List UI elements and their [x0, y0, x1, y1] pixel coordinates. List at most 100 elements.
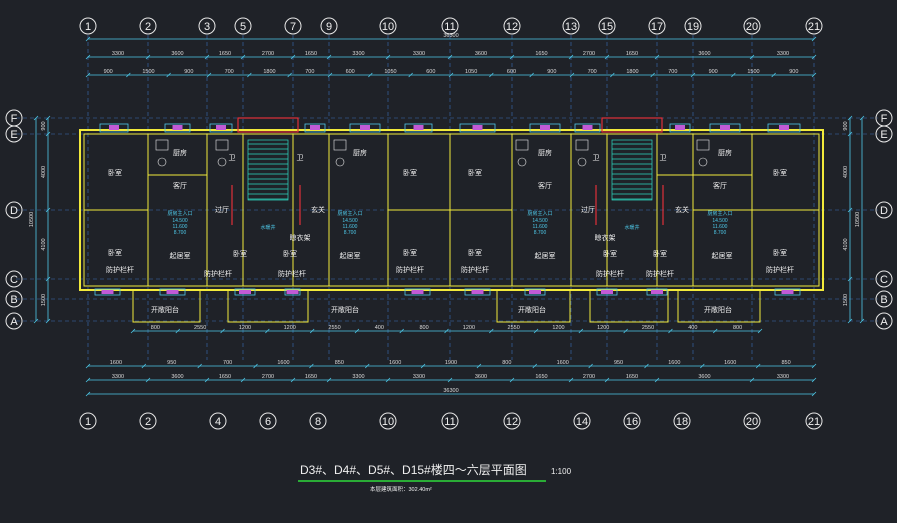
window	[234, 288, 256, 296]
window	[349, 123, 381, 133]
window	[709, 123, 741, 133]
axis-bubble-bottom-11: 11	[441, 412, 459, 430]
bottom-total-dim-label: 36300	[443, 388, 458, 394]
room-shaft: 水暖井	[624, 224, 639, 231]
title-block: D3#、D4#、D5#、D15#楼四～六层平面图 1:100 本层建筑面积：30…	[298, 462, 572, 493]
window	[99, 123, 129, 133]
bottom-row1-dim-label: 2700	[583, 374, 595, 380]
window-marker	[675, 125, 685, 130]
axis-label: B	[10, 294, 17, 306]
dim-tick	[420, 363, 426, 369]
right-dim-label: 900	[843, 121, 849, 130]
top-row1-dim-label: 1650	[535, 51, 547, 57]
axis-bubble-bottom-21: 21	[805, 412, 823, 430]
window-marker	[651, 290, 663, 294]
room-dining: 起居室	[170, 251, 191, 260]
balcony-outline	[677, 289, 761, 323]
dim-tick	[489, 328, 494, 334]
top-row2-dim-label: 900	[789, 69, 798, 75]
room-hall: 玄关	[675, 205, 689, 214]
axis-label: 12	[506, 416, 518, 428]
room-living: 客厅	[538, 181, 552, 190]
axis-bubble-left-C: C	[5, 270, 23, 288]
top-row2-dim-label: 1500	[142, 69, 154, 75]
axis-bubble-bottom-14: 14	[573, 412, 591, 430]
axis-bubble-bottom-6: 6	[259, 412, 277, 430]
balcony-dim-label: 2550	[194, 325, 206, 331]
balcony-dim-label: 1200	[552, 325, 564, 331]
dim-tick	[811, 363, 817, 369]
room-toilet: 卫	[660, 154, 667, 162]
axis-label: 13	[565, 21, 577, 33]
bottom-row1-dim-label: 3600	[698, 374, 710, 380]
room-tag: 厨房主入口	[167, 210, 192, 217]
dim-tick	[476, 363, 482, 369]
window-frame	[596, 288, 618, 296]
dim-tick	[533, 328, 539, 334]
dim-tick	[731, 72, 736, 78]
axis-label: 8	[315, 416, 321, 428]
axis-label: 7	[290, 21, 296, 33]
top-row2-dim-label: 900	[104, 69, 113, 75]
top-row1-dim-label: 2700	[583, 51, 595, 57]
dim-tick	[399, 328, 404, 334]
dim-tick	[385, 377, 391, 383]
window-frame	[529, 123, 561, 133]
window	[159, 288, 186, 296]
elevation-label: 14.500	[532, 218, 548, 224]
fixture-circle	[217, 157, 227, 167]
window-marker	[172, 125, 183, 130]
axis-bubble-top-21: 21	[805, 17, 823, 35]
axis-bubble-top-9: 9	[320, 17, 338, 35]
dim-tick	[206, 72, 212, 78]
dim-tick	[326, 54, 332, 60]
axis-label: B	[880, 294, 887, 306]
window	[209, 123, 233, 133]
bottom-row2-dim-label: 1600	[389, 360, 401, 366]
room-corridor: 过厅	[581, 205, 595, 214]
dim-tick	[85, 54, 91, 60]
room-kitchen: 厨房	[173, 148, 187, 157]
window-marker	[413, 125, 424, 130]
top-row2-dim-label: 700	[225, 69, 234, 75]
axis-label: 10	[382, 21, 394, 33]
room-tag: 厨房主入口	[707, 210, 732, 217]
axis-label: 1	[85, 21, 91, 33]
dim-tick	[447, 54, 453, 60]
axis-label: D	[10, 205, 18, 217]
dim-tick	[385, 54, 391, 60]
dim-tick	[408, 72, 413, 78]
room-bedroom: 卧室	[108, 168, 122, 177]
top-row2-dim-label: 1500	[747, 69, 759, 75]
dim-tick	[33, 115, 39, 121]
dim-tick	[287, 72, 292, 78]
drawing-scale: 1:100	[551, 467, 572, 476]
dim-tick	[509, 54, 515, 60]
top-row1-dim-label: 3300	[352, 51, 364, 57]
top-row2-dim-label: 900	[184, 69, 193, 75]
building-walls	[79, 117, 824, 323]
elevation-label: 14.500	[342, 218, 358, 224]
dim-tick	[578, 328, 584, 334]
room-living: 客厅	[173, 181, 187, 190]
room-dining: 起居室	[535, 251, 556, 260]
dim-tick	[240, 377, 246, 383]
dim-tick	[145, 377, 151, 383]
window-marker	[101, 290, 114, 294]
axis-bubble-right-F: F	[875, 109, 893, 127]
axis-label: 9	[326, 21, 332, 33]
dim-tick	[569, 72, 575, 78]
axis-bubble-right-D: D	[875, 201, 893, 219]
window	[164, 123, 191, 133]
window-marker	[582, 125, 593, 130]
axis-label: 6	[265, 416, 271, 428]
window	[404, 288, 431, 296]
fixture-outline	[515, 139, 529, 151]
left-dim-label: 1500	[41, 294, 47, 306]
window	[94, 288, 121, 296]
left-dim-label: 900	[41, 121, 47, 130]
window-frame	[404, 123, 433, 133]
top-row2-dim-label: 600	[426, 69, 435, 75]
dim-tick	[85, 363, 91, 369]
